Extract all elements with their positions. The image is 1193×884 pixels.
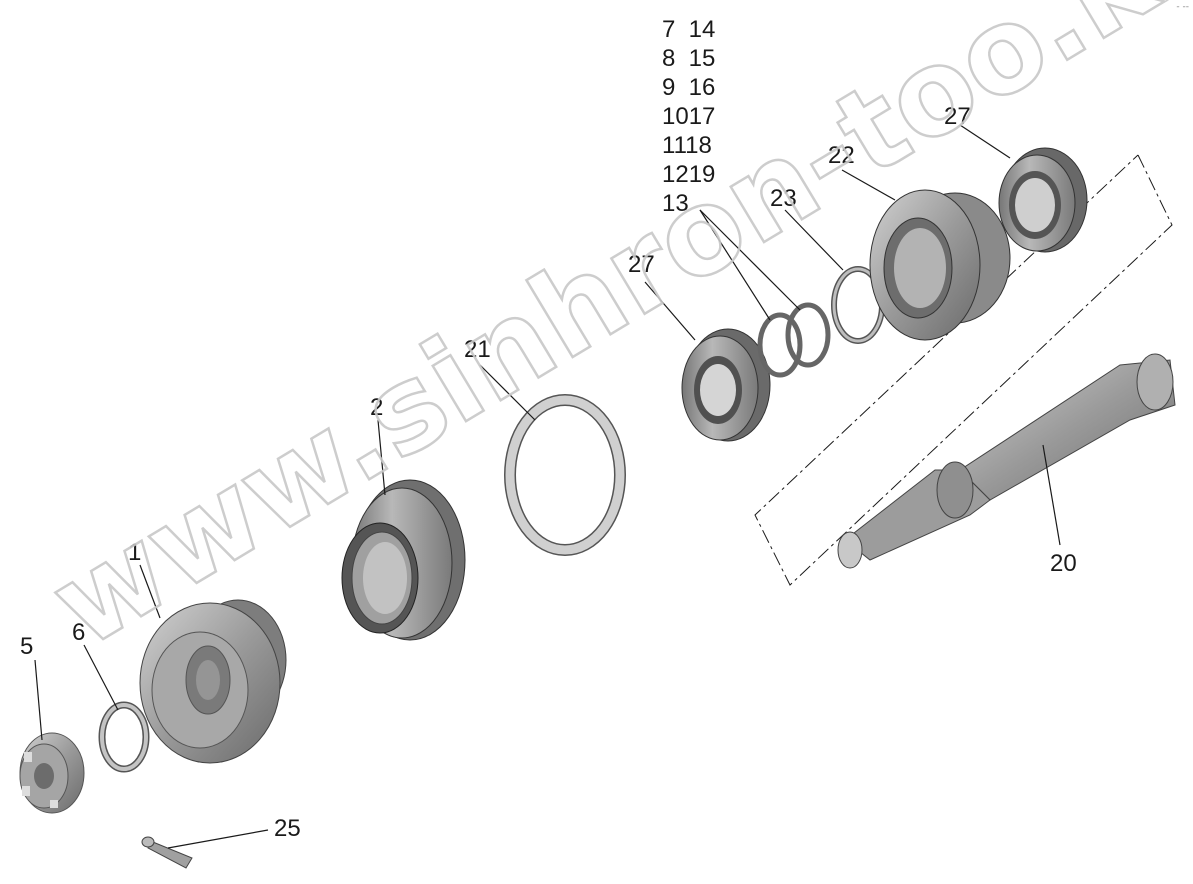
callout-stack-line: 13 [662, 190, 689, 217]
callout-stack-line: 8 15 [662, 45, 715, 72]
callout-6: 6 [72, 619, 85, 646]
part-bearing-upper [998, 147, 1088, 253]
part-housing [869, 189, 1011, 341]
callout-23: 23 [770, 185, 797, 212]
callout-2: 2 [370, 394, 383, 421]
part-shaft [837, 353, 1176, 569]
corner-mark: - -- [1176, 2, 1189, 12]
callout-stack-line: 7 14 [662, 16, 715, 43]
part-lock-washer [98, 701, 150, 773]
callout-5: 5 [20, 633, 33, 660]
part-cotter-pin [141, 836, 193, 869]
axis-frame [754, 154, 1173, 586]
watermark: www.sinhron-too.kz [27, 0, 1193, 675]
part-shims [757, 302, 831, 378]
callout-21: 21 [464, 336, 491, 363]
callout-stack-line: 1118 [662, 132, 712, 159]
part-castle-nut [19, 732, 85, 814]
part-gasket [504, 394, 626, 556]
part-flange [139, 599, 287, 764]
callout-27-upper: 27 [944, 103, 971, 130]
callout-27-lower: 27 [628, 251, 655, 278]
svg-text:www.sinhron-too.kz: www.sinhron-too.kz [28, 0, 1193, 674]
callout-1: 1 [128, 539, 141, 566]
callout-stack-line: 1219 [662, 161, 715, 188]
callouts: 5 6 1 2 21 27 23 22 27 20 25 7 148 159 1… [20, 16, 1077, 842]
callout-25: 25 [274, 815, 301, 842]
leader-lines [34, 124, 1061, 849]
part-cover [341, 479, 466, 641]
callout-stack-line: 9 16 [662, 74, 715, 101]
callout-22: 22 [828, 142, 855, 169]
part-bearing-lower [681, 328, 771, 442]
callout-stack-line: 1017 [662, 103, 715, 130]
callout-20: 20 [1050, 550, 1077, 577]
